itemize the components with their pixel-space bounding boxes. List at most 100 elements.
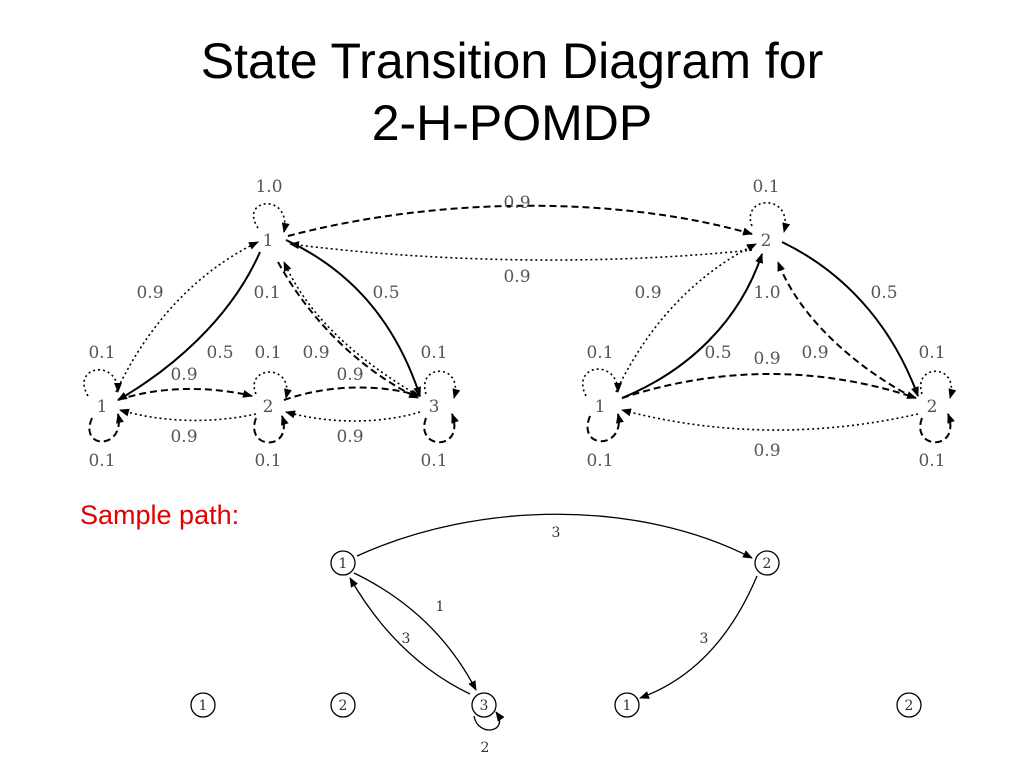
right-label-b2-self-bottom: 0.1	[918, 451, 945, 471]
left-b3-to-top-dotted	[283, 261, 413, 393]
right-b2-self-loop-bottom	[919, 413, 955, 444]
sample-edge-2-to-1b	[639, 575, 758, 699]
right-top-self-loop	[749, 201, 791, 233]
sample-label-1-to-3: 1	[436, 599, 445, 615]
left-b1-to-top-dotted	[115, 241, 259, 393]
right-label-top-to-b1: 0.9	[634, 283, 661, 303]
left-label-b3-to-top: 0.9	[302, 343, 329, 363]
left-top-to-b3-solid	[285, 239, 421, 397]
left-top-to-b3-dashed	[277, 261, 419, 399]
left-bottom-state-3: 3	[429, 397, 440, 417]
right-b2-to-top-dashed	[777, 261, 915, 399]
left-diagram	[83, 202, 461, 444]
left-b2-to-b3-dashed	[283, 386, 421, 401]
left-label-b3-self-bottom: 0.1	[420, 451, 447, 471]
right-b1-to-b2-dashed	[621, 373, 917, 399]
left-label-b2-b3-top: 0.9	[336, 365, 363, 385]
left-bottom-state-2: 2	[263, 397, 274, 417]
right-diagram	[582, 201, 957, 444]
sample-label-3-self: 2	[481, 740, 490, 756]
left-top-self-loop	[252, 202, 290, 233]
left-label-top-self: 1.0	[255, 177, 282, 197]
between-diagrams	[287, 204, 753, 261]
right-label-b2-self-top: 0.1	[918, 343, 945, 363]
right-b1-self-loop-top	[582, 368, 622, 397]
right-b2-to-b1-dotted	[621, 408, 919, 431]
sample-state-row1-2: 2	[763, 556, 772, 572]
right-bottom-state-2: 2	[927, 397, 938, 417]
sample-label-1-to-2: 3	[552, 525, 561, 541]
left-label-b3-self-top: 0.1	[420, 343, 447, 363]
right-label-b1-self-top: 0.1	[586, 343, 613, 363]
sample-state-row2-3: 3	[480, 698, 489, 714]
left-label-b2-self-bottom: 0.1	[254, 451, 281, 471]
right-label-b2-to-top: 0.9	[801, 343, 828, 363]
title-line-1: State Transition Diagram for	[200, 33, 824, 89]
left-b2-self-loop-top	[253, 371, 292, 399]
sample-node-row2-3	[471, 692, 497, 718]
sample-node-row1-2	[754, 550, 780, 576]
right-label-b1-to-b2: 0.9	[753, 349, 780, 369]
right-label-top-below: 1.0	[753, 283, 780, 303]
sample-edge-3-to-1	[349, 577, 471, 695]
sample-edge-1-to-2	[356, 513, 753, 559]
left-top-state: 1	[263, 231, 274, 251]
right-b1-to-top-solid	[621, 253, 763, 399]
between-label-top: 0.9	[503, 193, 530, 213]
diagram-text: 1 1 2 3 1.0 0.9 0.1 0.5 0.1 0.5 0.1 0.9 …	[88, 177, 945, 471]
right-b1-to-top-dotted	[615, 243, 757, 393]
left-b1-self-loop-bottom	[88, 413, 124, 443]
slide-title: State Transition Diagram for 2-H-POMDP	[0, 30, 1024, 154]
right-b2-self-loop-top	[919, 370, 957, 399]
left-top-to-b1-solid	[117, 251, 261, 401]
right-bottom-state-1: 1	[595, 397, 606, 417]
left-label-top-below: 0.1	[253, 283, 280, 303]
right-label-top-self: 0.1	[752, 177, 779, 197]
right-label-top-to-b2-solid: 0.5	[870, 283, 897, 303]
sample-edge-1-to-3	[353, 572, 477, 691]
left-b1-self-loop-top	[83, 368, 122, 397]
left-bottom-state-1: 1	[97, 397, 108, 417]
sample-state-row1-1: 1	[339, 556, 348, 572]
sample-state-row2-5: 2	[905, 698, 914, 714]
left-label-b3-b2-bottom: 0.9	[336, 427, 363, 447]
left-b2-to-b1-dotted	[119, 408, 257, 422]
top1-to-top2-dashed	[287, 204, 753, 237]
sample-path: 1 2 1 2 3 1 2 3 1 3 3 2	[190, 513, 922, 756]
left-label-top-to-b1: 0.9	[136, 283, 163, 303]
right-label-b1-to-top: 0.5	[704, 343, 731, 363]
top2-to-top1-dotted	[289, 241, 753, 261]
sample-node-row2-4	[614, 692, 640, 718]
sample-edge-3-self	[473, 711, 505, 731]
left-label-b1-b2-top: 0.9	[170, 365, 197, 385]
sample-state-row2-1: 1	[199, 698, 208, 714]
between-label-bottom: 0.9	[503, 267, 530, 287]
left-label-b1-self-top: 0.1	[88, 343, 115, 363]
sample-label-2-to-1b: 3	[700, 631, 709, 647]
right-top-to-b2-solid	[781, 241, 919, 397]
sample-node-row2-2	[330, 692, 356, 718]
left-label-b2-self-top: 0.1	[254, 343, 281, 363]
left-label-b2-b1-bottom: 0.9	[170, 427, 197, 447]
left-label-top-to-b3-solid: 0.5	[372, 283, 399, 303]
left-b3-self-loop-bottom	[423, 413, 459, 444]
sample-path-label: Sample path:	[80, 500, 240, 530]
sample-node-row2-5	[896, 692, 922, 718]
left-b3-self-loop-top	[423, 370, 461, 399]
sample-node-row2-1	[190, 692, 216, 718]
sample-label-3-to-1: 3	[402, 631, 411, 647]
title-line-2: 2-H-POMDP	[371, 95, 653, 151]
left-b1-to-b2-dashed	[117, 387, 253, 401]
left-label-b1-to-b3: 0.5	[206, 343, 233, 363]
right-label-b1-self-bottom: 0.1	[586, 451, 613, 471]
left-b3-to-b2-dotted	[285, 410, 421, 422]
left-label-b1-self-bottom: 0.1	[88, 451, 115, 471]
left-b2-self-loop-bottom	[253, 415, 289, 444]
right-b1-self-loop-bottom	[586, 413, 624, 443]
sample-node-row1-1	[330, 550, 356, 576]
right-top-state: 2	[761, 231, 772, 251]
right-label-b2-to-b1: 0.9	[753, 441, 780, 461]
sample-state-row2-4: 1	[623, 698, 632, 714]
